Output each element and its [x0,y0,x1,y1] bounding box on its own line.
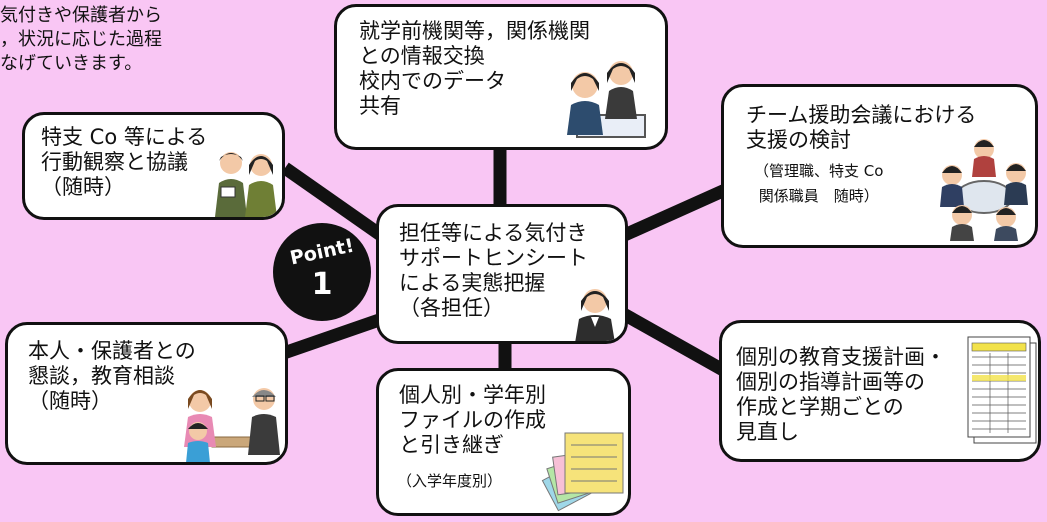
parent-teacher-illustration-icon [184,388,280,462]
node-individual-plan: 個別の教育支援計画・ 個別の指導計画等の 作成と学期ごとの 見直し [719,320,1041,462]
node-team-meeting-sub: （管理職、特支 Co 関係職員 随時） [754,162,884,205]
point-badge: Point! 1 [273,223,371,321]
node-file-sub: （入学年度別） [397,472,503,490]
teachers-illustration-icon [215,152,277,217]
node-file: 個人別・学年別 ファイルの作成 と引き継ぎ （入学年度別） [376,368,631,516]
node-observation: 特支 Co 等による 行動観察と協議 （随時） [22,112,285,220]
node-consultation-title: 本人・保護者との 懇談，教育相談 （随時） [28,339,196,413]
node-center: 担任等による気付き サポートヒンシート による実態把握 （各担任） [376,204,628,344]
teacher-illustration-icon [575,289,615,341]
meeting-illustration-icon [567,61,646,138]
plan-document-icon [967,336,1037,444]
node-observation-title: 特支 Co 等による 行動観察と協議 （随時） [41,125,208,199]
node-center-title: 担任等による気付き サポートヒンシート による実態把握 （各担任） [399,221,588,320]
connector-top-right [615,184,728,244]
node-consultation: 本人・保護者との 懇談，教育相談 （随時） [5,322,288,465]
node-team-meeting-title: チーム援助会議における 支援の検討 [746,103,977,152]
conference-illustration-icon [940,139,1028,241]
node-individual-plan-title: 個別の教育支援計画・ 個別の指導計画等の 作成と学期ごとの 見直し [736,345,946,444]
node-file-title: 個人別・学年別 ファイルの作成 と引き継ぎ [399,383,546,457]
node-team-meeting: チーム援助会議における 支援の検討 （管理職、特支 Co 関係職員 随時） [721,84,1038,248]
node-preschool-title: 就学前機関等，関係機関 との情報交換 校内でのデータ 共有 [359,19,590,118]
connector-top-left [281,162,389,244]
point-badge-number: 1 [311,267,333,302]
node-preschool-exchange: 就学前機関等，関係機関 との情報交換 校内でのデータ 共有 [334,4,668,150]
connector-bottom-right [616,306,727,376]
files-illustration-icon [541,432,624,512]
intro-text: 気付きや保護者から ，状況に応じた過程 なげていきます。 [0,5,162,74]
